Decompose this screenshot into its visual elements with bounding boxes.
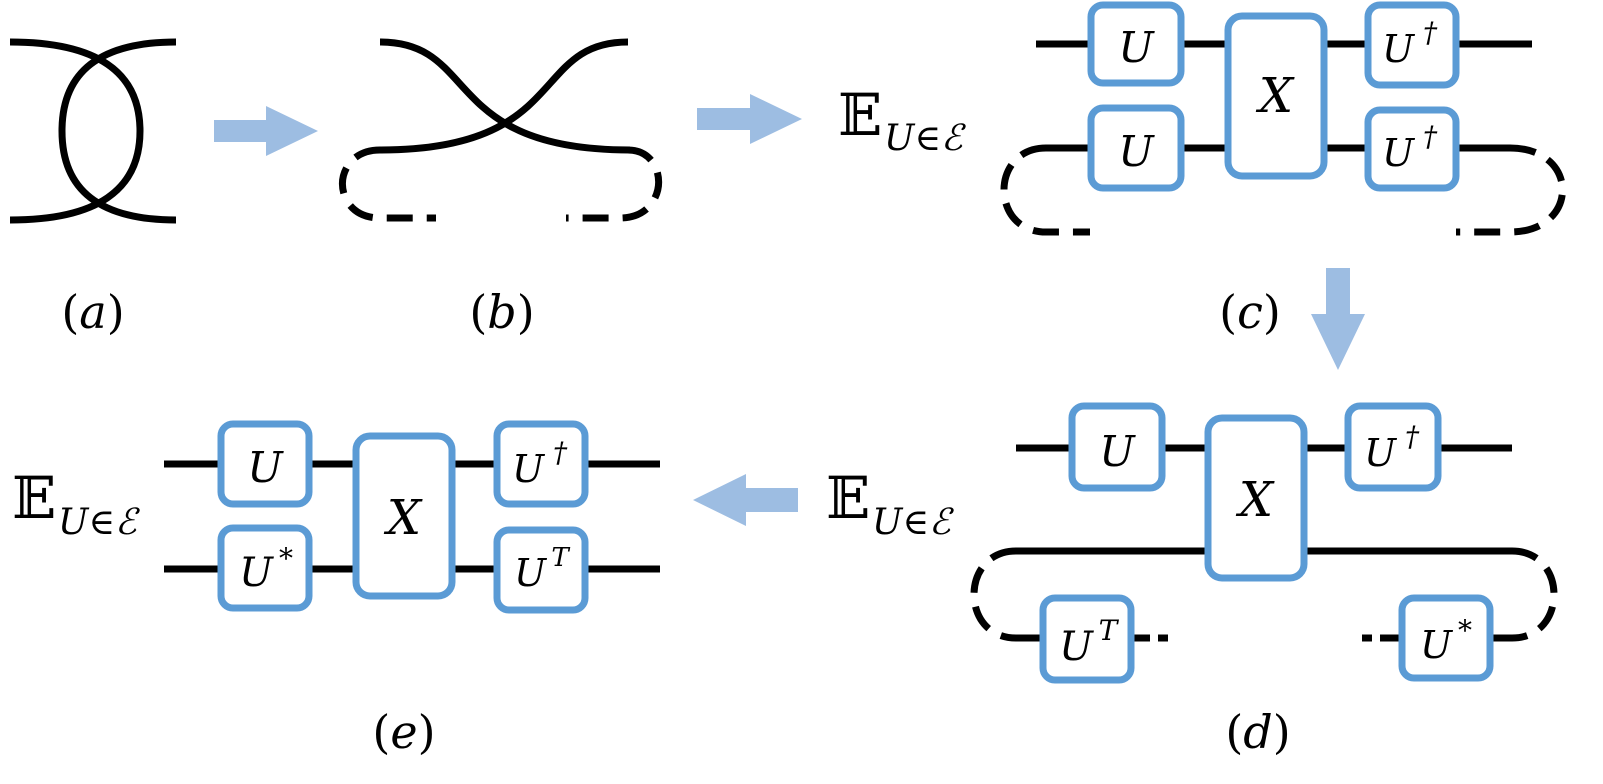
- gate-U-e: [217, 420, 313, 508]
- gate-Ustar-d-label: U: [1420, 623, 1454, 667]
- gate-Ustar-d-sup: *: [1458, 614, 1472, 647]
- panel-b: (b): [339, 38, 663, 339]
- gate-UT-e-label: U: [514, 551, 548, 595]
- gate-UT-e: [493, 526, 589, 614]
- gate-Ustar-e: [217, 524, 313, 612]
- gate-X-c: [1224, 12, 1328, 180]
- gate-Ustar-e-sup: *: [279, 542, 293, 575]
- gate-U-d: [1068, 402, 1166, 492]
- gate-X-d-label: X: [1235, 472, 1275, 528]
- gate-X-e: [352, 432, 456, 600]
- arc-left: [9, 38, 144, 224]
- expectation-subscript-c: U∈ℰ: [884, 118, 966, 159]
- panel-a-label: (a): [61, 285, 124, 339]
- gate-U-e-label: U: [247, 443, 284, 492]
- arc-right: [58, 38, 177, 224]
- dashed-loop-right: [566, 146, 663, 222]
- arrow-c-to-d: [1311, 268, 1365, 370]
- panel-c-label: (c): [1219, 285, 1281, 339]
- gate-UT-d-label: U: [1059, 624, 1094, 670]
- gate-X-d: [1204, 414, 1308, 582]
- panel-c: 𝔼 U∈ℰ U U X U † U † (c): [838, 1, 1566, 339]
- dashed-loop-right-c: [1456, 144, 1566, 236]
- gate-Ustar-d: [1398, 594, 1494, 682]
- expectation-symbol-c: 𝔼: [838, 81, 882, 149]
- gate-Udag-top-c-label: U: [1382, 27, 1416, 71]
- expectation-subscript-d: U∈ℰ: [872, 502, 954, 543]
- gate-Udag-d: [1344, 402, 1442, 492]
- gate-UT-e-sup: T: [551, 543, 570, 573]
- gate-U-bottom-c-label: U: [1118, 127, 1155, 176]
- strand-lower: [379, 38, 629, 154]
- gate-Ustar-e-label: U: [239, 550, 274, 596]
- panel-e-label: (e): [372, 705, 435, 759]
- expectation-subscript-e: U∈ℰ: [58, 502, 140, 543]
- arrow-b-to-c: [697, 94, 802, 144]
- expectation-symbol-e: 𝔼: [12, 464, 56, 532]
- gate-X-c-label: X: [1255, 68, 1295, 124]
- gate-U-d-label: U: [1099, 427, 1136, 476]
- dashed-loop-left-c: [1000, 144, 1090, 236]
- panel-d-label: (d): [1225, 705, 1290, 759]
- panel-e: 𝔼 U∈ℰ U U * X U † U T (e): [12, 420, 660, 759]
- gate-Udag-bottom-c-label: U: [1382, 131, 1416, 175]
- dashed-loop-left: [339, 146, 436, 222]
- arrow-d-to-e: [693, 474, 798, 526]
- panel-b-label: (b): [469, 285, 534, 339]
- arrow-a-to-b: [214, 106, 318, 156]
- gate-UT-d-sup: T: [1099, 614, 1120, 647]
- gate-Udag-d-sup: †: [1405, 420, 1420, 453]
- gate-Udag-top-c-sup: †: [1423, 16, 1438, 49]
- gate-Udag-e-sup: †: [553, 436, 568, 469]
- gate-U-bottom-c: [1087, 104, 1185, 192]
- panel-d: 𝔼 U∈ℰ U X U † U T U * (d): [826, 402, 1558, 759]
- gate-X-e-label: X: [383, 490, 423, 546]
- gate-U-top-c: [1087, 1, 1185, 87]
- gate-Udag-bottom-c: [1364, 106, 1460, 192]
- expectation-symbol-d: 𝔼: [826, 464, 870, 532]
- gate-UT-d: [1039, 594, 1135, 684]
- dashed-loop-left-d: [970, 547, 1017, 642]
- gate-Udag-bottom-c-sup: †: [1423, 120, 1438, 153]
- gate-U-top-c-label: U: [1118, 23, 1155, 72]
- panel-a: (a): [9, 38, 177, 339]
- gate-Udag-e-label: U: [512, 447, 546, 491]
- gate-Udag-d-label: U: [1364, 431, 1398, 475]
- gate-Udag-top-c: [1364, 1, 1460, 89]
- strand-upper: [379, 38, 631, 154]
- dashed-loop-right-d: [1511, 547, 1558, 642]
- gate-Udag-e: [493, 420, 589, 508]
